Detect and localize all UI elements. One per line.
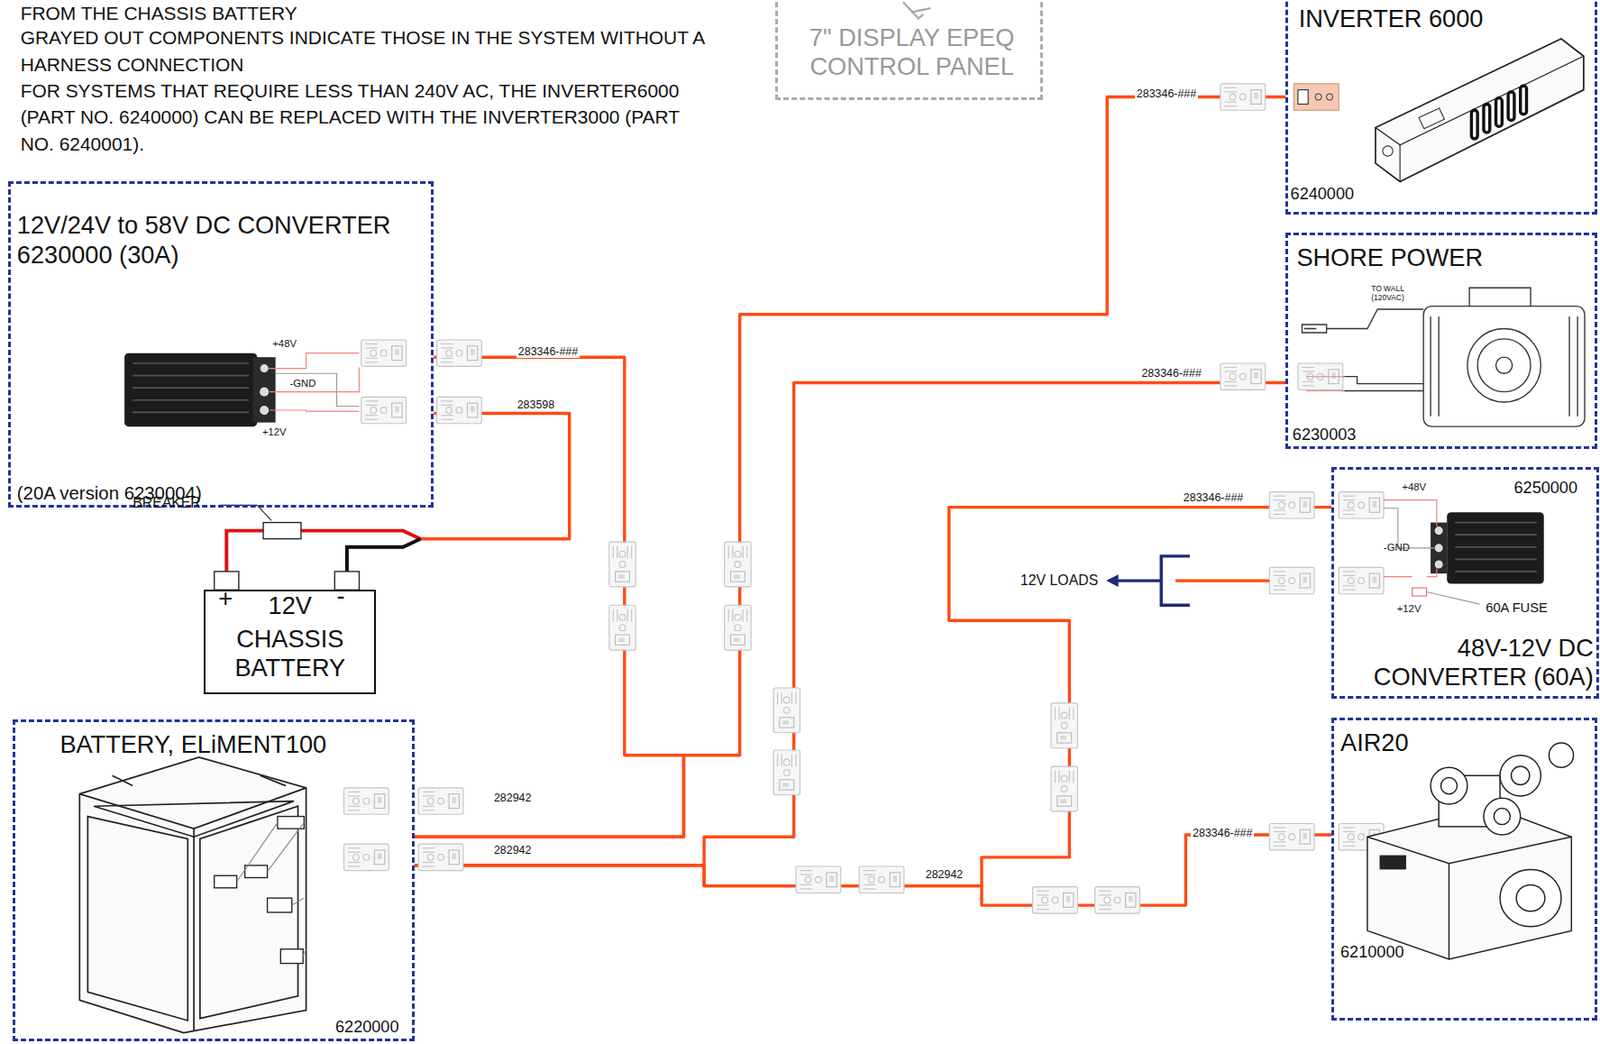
note-text: FROM THE CHASSIS BATTERY [20, 0, 715, 27]
signal-label: BREAKER [132, 494, 225, 512]
node-heading: 12V [246, 591, 334, 622]
signal-label: +48V [1401, 481, 1443, 494]
note-text: FOR SYSTEMS THAT REQUIRE LESS THAN 240V … [20, 77, 715, 157]
node-text: 6220000 [335, 1017, 412, 1038]
display-panel-box: 7" DISPLAY EPEQ CONTROL PANEL [775, 0, 1043, 101]
cable-number: 283346-### [1181, 492, 1245, 505]
signal-label: -GND [1383, 541, 1425, 554]
signal-label: - [337, 581, 358, 610]
cable-wire [414, 507, 1333, 887]
note-text: GRAYED OUT COMPONENTS INDICATE THOSE IN … [20, 24, 715, 78]
node-heading: 12V/24V to 58V DC CONVERTER 6230000 (30A… [17, 210, 430, 270]
shore-power-box: SHORE POWER 6230003 [1285, 232, 1597, 449]
signal-label: 12V LOADS [1020, 572, 1113, 589]
signal-label: TO WALL (120VAC) [1361, 284, 1415, 303]
signal-label: 60A FUSE [1485, 600, 1568, 616]
cable-number: 282942 [925, 868, 988, 881]
cable-wire [414, 383, 1287, 866]
cable-number: 283346-### [1134, 88, 1198, 101]
signal-label: +12V [262, 426, 303, 439]
node-heading: INVERTER 6000 [1298, 4, 1585, 35]
inverter-box: INVERTER 6000 6240000 [1285, 0, 1597, 215]
dc-converter-box: 6250000 48V-12V DC CONVERTER (60A) [1331, 466, 1600, 699]
signal-label: +12V [1397, 603, 1438, 615]
node-text: 6230003 [1292, 425, 1446, 446]
cable-number: 283346-### [1190, 827, 1254, 841]
cable-wire [347, 413, 570, 591]
signal-label: +48V [272, 338, 313, 350]
converter-box: 12V/24V to 58V DC CONVERTER 6230000 (30A… [8, 181, 434, 508]
signal-label: + [218, 584, 239, 613]
node-text: 48V-12V DC CONVERTER (60A) [1342, 633, 1593, 693]
node-text: 6210000 [1340, 942, 1494, 963]
node-heading: 7" DISPLAY EPEQ CONTROL PANEL [784, 23, 1040, 83]
node-heading: SHORE POWER [1296, 243, 1582, 274]
node-text: CHASSIS BATTERY [208, 624, 373, 684]
cable-number: 282942 [493, 843, 556, 857]
node-text: 6240000 [1290, 184, 1445, 205]
battery-box: BATTERY, ELiMENT100 6220000 [12, 719, 415, 1042]
cable-wire [414, 356, 685, 837]
air-compressor-box: AIR20 6210000 [1331, 717, 1597, 1021]
signal-label: -GND [289, 377, 330, 390]
cable-number: 282942 [493, 791, 556, 805]
node-heading: AIR20 [1340, 728, 1545, 759]
cable-wire [414, 97, 1287, 838]
node-heading: 6250000 [1514, 478, 1597, 499]
cable-number: 283598 [515, 399, 558, 412]
cable-number: 283346-### [1139, 367, 1203, 381]
cable-wire [414, 834, 1333, 906]
node-heading: BATTERY, ELiMENT100 [59, 730, 397, 760]
cable-number: 283346-### [516, 346, 580, 359]
